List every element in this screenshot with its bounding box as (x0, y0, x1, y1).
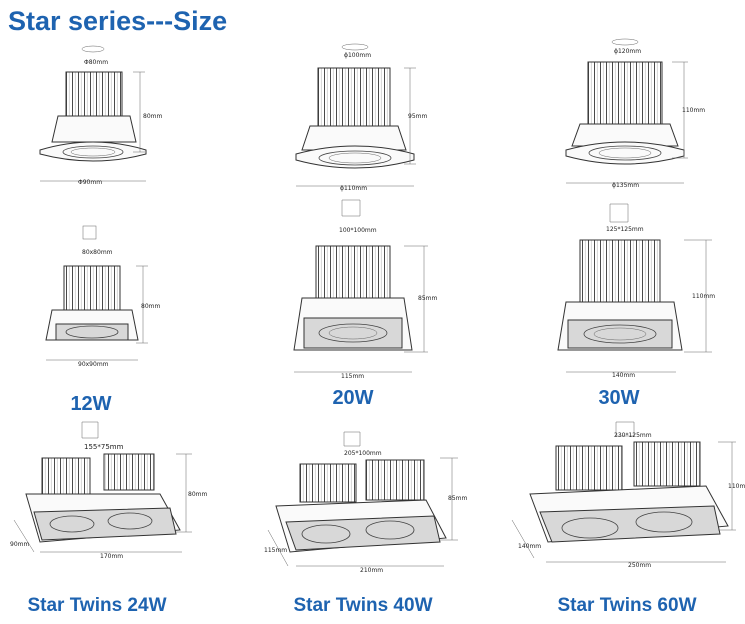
dim-top: 100*100mm (339, 227, 377, 234)
dim-bottom: 90x90mm (78, 361, 109, 368)
dim-height: 110mm (682, 107, 705, 114)
label-30w: 30W (598, 387, 640, 409)
dim-bottom: ϕ110mm (340, 185, 367, 192)
dim-height: 80mm (143, 113, 162, 120)
dim-top: ϕ100mm (344, 52, 371, 59)
label-star-twins-40w: Star Twins 40W (293, 595, 433, 616)
drawing-20w-round: ϕ100mm 95mm ϕ110mm (295, 43, 427, 192)
dim-height: 80mm (141, 303, 160, 310)
dim-height: 85mm (448, 495, 467, 502)
dim-height: 110mm (692, 293, 715, 300)
heatsink (65, 71, 123, 117)
label-20w: 20W (332, 387, 374, 409)
dim-bottom: ϕ135mm (612, 182, 639, 189)
dim-top: 230*125mm (614, 432, 652, 439)
label-star-twins-60w: Star Twins 60W (557, 595, 697, 616)
dim-top: 80x80mm (82, 249, 113, 256)
drawing-30w-square: 125*125mm 110mm 140mm (557, 203, 715, 379)
dim-bottom: 140mm (612, 372, 635, 379)
dim-bottom: 115mm (341, 373, 364, 380)
dim-bottom: 250mm (628, 562, 651, 569)
drawing-twins-60w: 230*125mm 110mm 140mm 250mm (511, 421, 745, 569)
drawing-twins-24w: 155*75mm 80mm 90mm 170mm (10, 421, 207, 560)
dim-bottom: Φ90mm (78, 179, 102, 186)
page-title: Star series---Size (8, 6, 228, 36)
label-star-twins-24w: Star Twins 24W (27, 595, 167, 616)
drawing-twins-40w: 205*100mm 85mm 115mm 210mm (264, 431, 467, 574)
dim-top: 155*75mm (84, 443, 124, 451)
drawing-30w-round: ϕ120mm 110mm ϕ135mm (565, 38, 705, 189)
label-12w: 12W (70, 393, 112, 415)
dim-bottom: 170mm (100, 553, 123, 560)
dim-height: 95mm (408, 113, 427, 120)
dim-top: Φ80mm (84, 59, 108, 66)
dim-depth: 140mm (518, 543, 541, 550)
dim-depth: 90mm (10, 541, 29, 548)
dim-top: ϕ120mm (614, 48, 641, 55)
drawing-20w-square: 100*100mm 85mm 115mm (293, 199, 437, 380)
dim-height: 110mm (728, 483, 745, 490)
dim-depth: 115mm (264, 547, 287, 554)
dim-height: 80mm (188, 491, 207, 498)
dim-top: 125*125mm (606, 226, 644, 233)
drawing-12w-round: Φ80mm 80mm Φ90mm (39, 45, 162, 186)
drawing-12w-square: 80x80mm 80mm 90x90mm (45, 225, 160, 368)
dim-top: 205*100mm (344, 450, 382, 457)
dim-height: 85mm (418, 295, 437, 302)
dim-bottom: 210mm (360, 567, 383, 574)
